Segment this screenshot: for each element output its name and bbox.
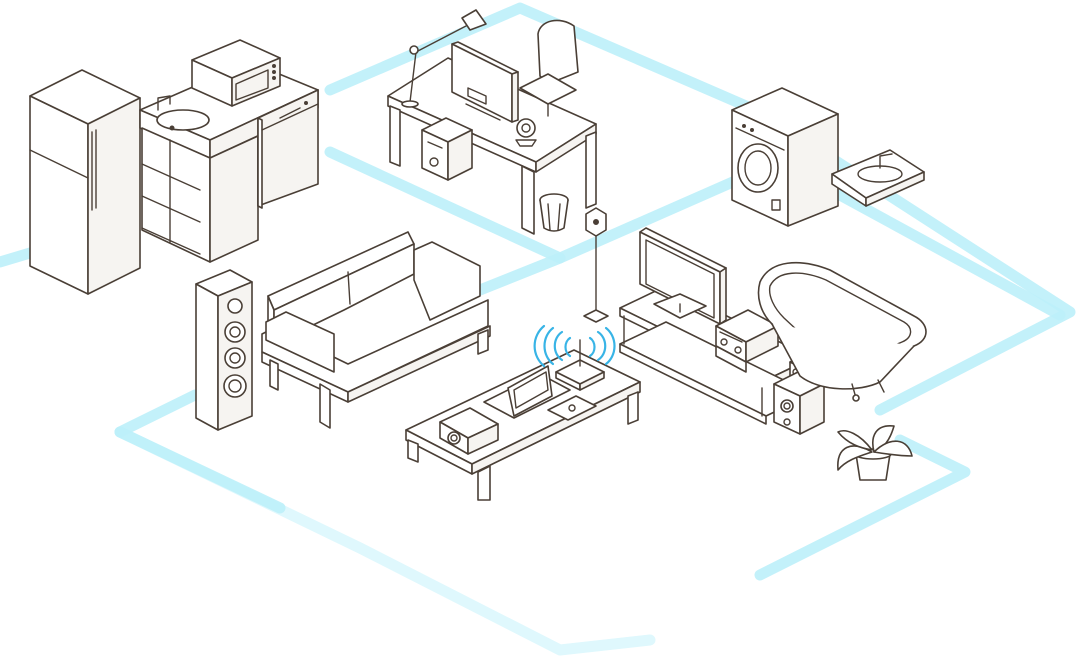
wifi-signal-icon	[533, 324, 616, 368]
floor-speaker	[195, 269, 253, 431]
laptop	[483, 365, 571, 419]
sofa	[261, 231, 491, 429]
tablet	[547, 395, 597, 421]
microwave	[191, 39, 281, 107]
house-plant	[837, 425, 913, 481]
dishwasher	[257, 89, 319, 209]
waste-basket	[539, 193, 569, 232]
office-chair	[519, 19, 579, 117]
desktop-monitor	[451, 41, 519, 123]
washing-machine	[731, 87, 839, 227]
smart-plug	[583, 207, 609, 323]
pc-tower	[421, 117, 473, 181]
desk-lamp	[401, 9, 487, 108]
projector	[439, 407, 499, 455]
bathtub	[757, 261, 927, 402]
bathroom-sink	[831, 149, 925, 207]
wifi-router-icon	[555, 339, 605, 391]
bookshelf-speaker	[773, 371, 825, 435]
television	[639, 227, 727, 325]
av-receiver	[715, 309, 779, 373]
refrigerator	[29, 69, 141, 295]
webcam	[515, 118, 537, 147]
